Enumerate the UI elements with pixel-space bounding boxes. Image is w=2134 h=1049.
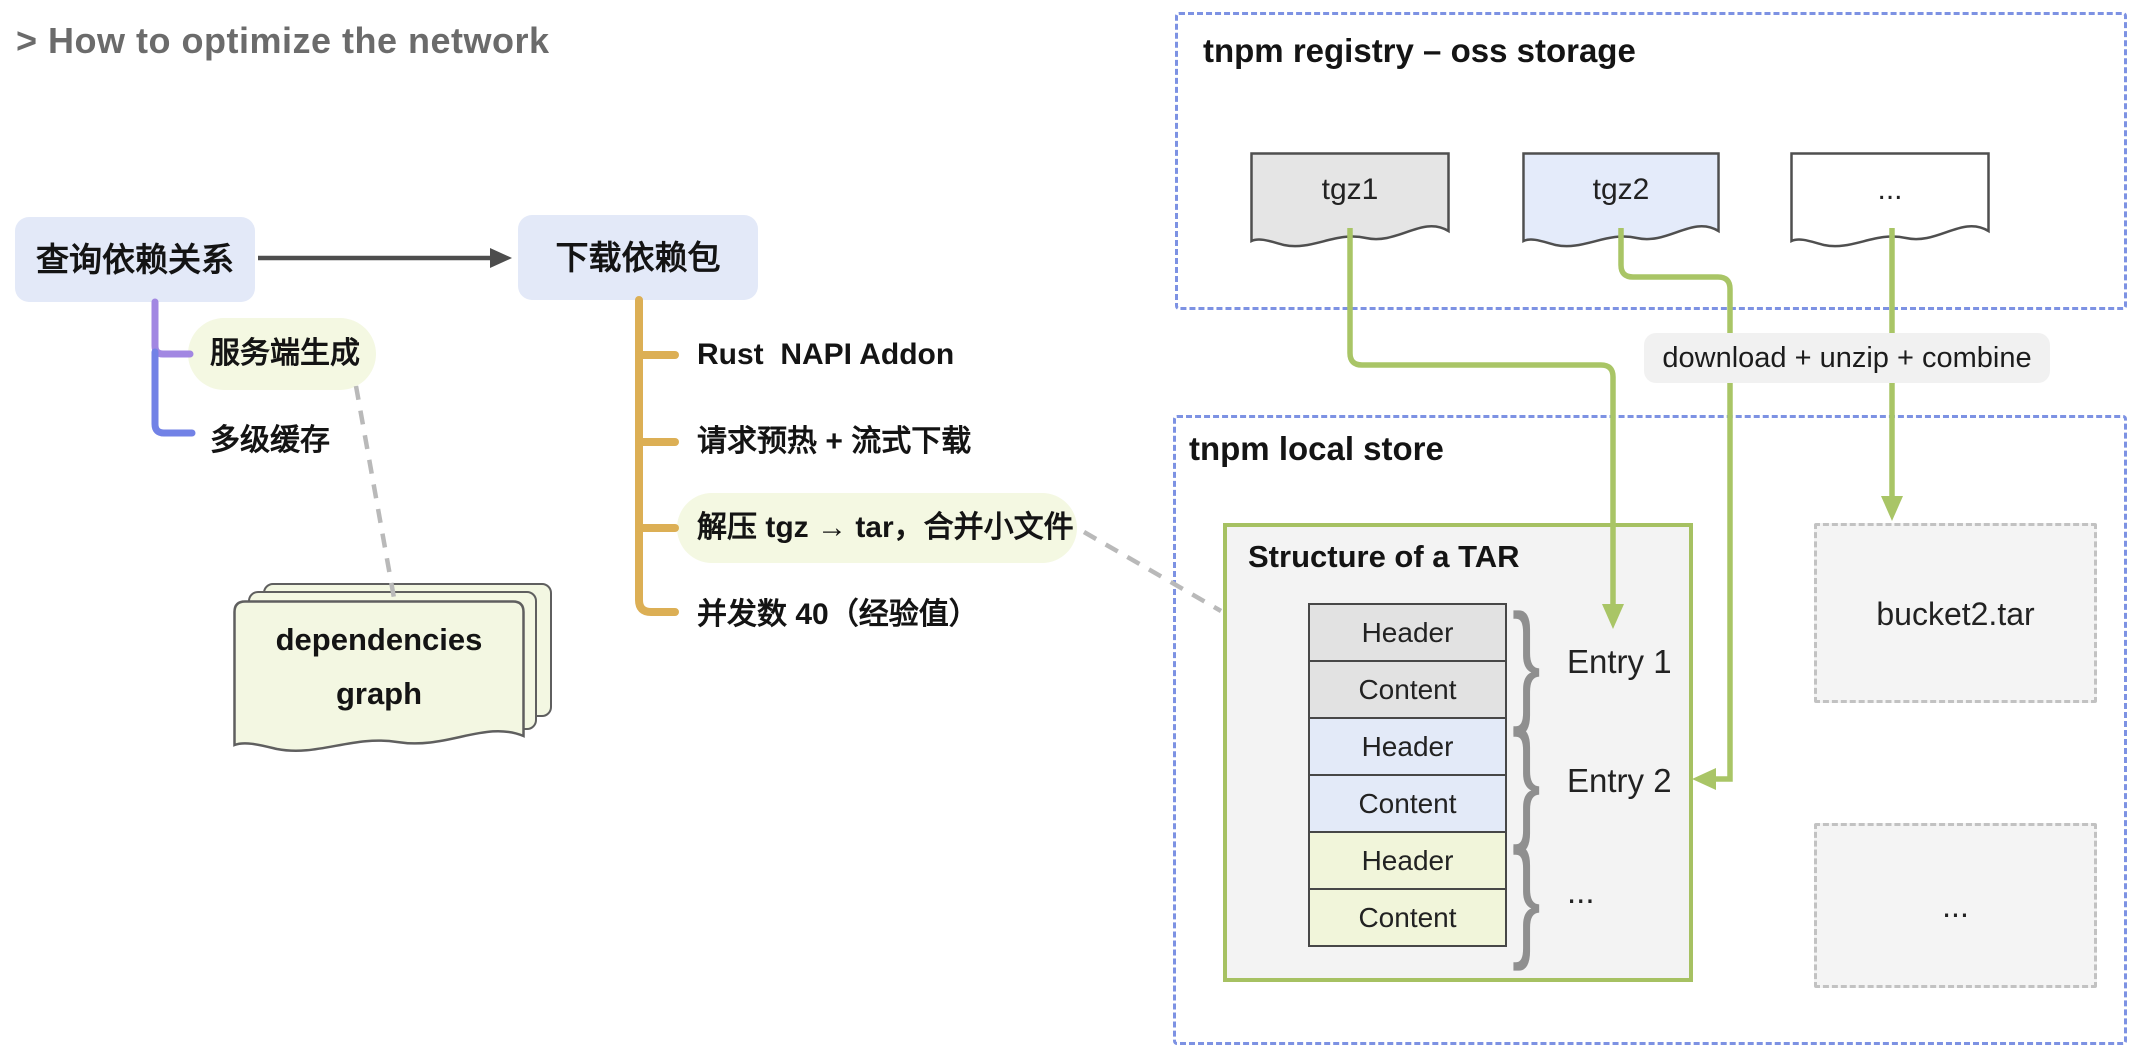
label-rust-napi: Rust NAPI Addon <box>697 338 955 371</box>
node-query-deps: 查询依赖关系 <box>15 217 255 302</box>
label-concurrency: 并发数 40（经验值） <box>697 598 979 631</box>
doc-tgz2-label: tgz2 <box>1592 173 1650 206</box>
brace-entry3: } <box>1512 823 1541 973</box>
dependencies-doc-line2: graph <box>335 676 423 711</box>
node-download-deps: 下载依赖包 <box>518 215 758 300</box>
document-shape <box>1250 152 1450 248</box>
doc-tgz2: tgz2 <box>1522 152 1720 248</box>
doc-tgz1-label: tgz1 <box>1321 173 1379 206</box>
branch-gold-trunk <box>635 296 679 616</box>
label-unzip-merge: 解压 tgz → tar，合并小文件 <box>697 511 1074 544</box>
label-entry1: Entry 1 <box>1567 643 1672 680</box>
transfer-label: download + unzip + combine <box>1644 333 2050 383</box>
doc-tgz1: tgz1 <box>1250 152 1450 248</box>
label-entry3: ... <box>1567 873 1595 910</box>
bucket2-tar-box: bucket2.tar <box>1814 523 2097 703</box>
bucket-more-box: ... <box>1814 823 2097 988</box>
brace-entry1: } <box>1512 587 1541 737</box>
dependencies-doc-front-page: dependencies graph <box>233 600 525 762</box>
pill-server-generated <box>188 318 376 390</box>
branch-blue <box>151 348 196 437</box>
tar-row-content1: Content <box>1308 660 1507 719</box>
registry-section-title: tnpm registry – oss storage <box>1203 32 1636 69</box>
doc-more: ... <box>1790 152 1990 248</box>
tar-row-header1: Header <box>1308 603 1507 662</box>
tar-row-header2: Header <box>1308 717 1507 776</box>
dependencies-doc-line1: dependencies <box>275 622 483 657</box>
tar-structure-title: Structure of a TAR <box>1248 539 1520 574</box>
tar-row-content3: Content <box>1308 888 1507 947</box>
label-entry2: Entry 2 <box>1567 762 1672 799</box>
tar-table: Header Content Header Content Header Con… <box>1308 603 1507 947</box>
dashed-link-to-graph-doc <box>353 385 397 599</box>
page-title: > How to optimize the network <box>16 20 550 61</box>
tar-row-content2: Content <box>1308 774 1507 833</box>
branch-purple <box>151 298 194 358</box>
label-server-generated: 服务端生成 <box>210 337 360 370</box>
document-shape <box>233 600 525 753</box>
tar-row-header3: Header <box>1308 831 1507 890</box>
flow-arrow-head <box>490 248 512 268</box>
local-store-section-title: tnpm local store <box>1189 430 1444 467</box>
label-multi-level-cache: 多级缓存 <box>210 424 330 457</box>
brace-entry2: } <box>1512 705 1541 855</box>
doc-more-label: ... <box>1877 173 1903 206</box>
pill-unzip-merge <box>677 493 1077 563</box>
document-shape <box>1790 152 1990 248</box>
label-preheat-stream: 请求预热 + 流式下载 <box>697 425 972 458</box>
